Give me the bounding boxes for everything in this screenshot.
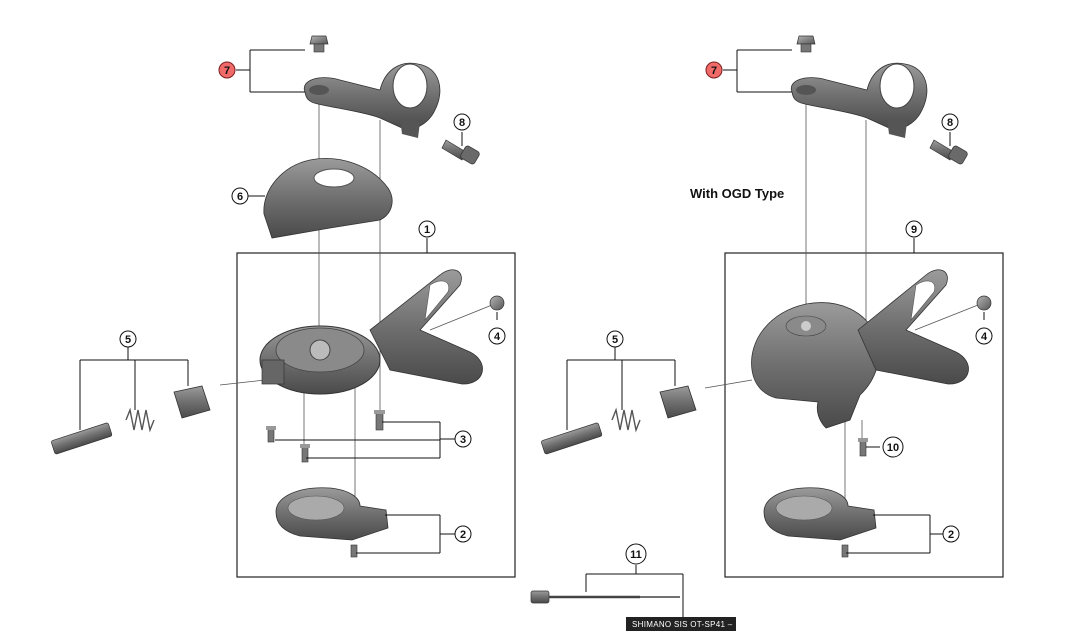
right-barrel-adjuster-set xyxy=(541,385,697,455)
left-assembly: 7 8 6 1 4 5 3 2 xyxy=(51,35,516,578)
right-assembly: 7 8 9 4 5 10 2 xyxy=(541,35,1004,578)
callout-2-right: 2 xyxy=(930,525,960,543)
callout-7-right-label: 7 xyxy=(711,65,717,77)
callout-5-left-label: 5 xyxy=(125,334,131,346)
left-cover xyxy=(263,158,393,239)
callout-4-left-label: 4 xyxy=(494,331,501,343)
callout-6-left-label: 6 xyxy=(237,191,243,203)
callout-6-left: 6 xyxy=(231,187,249,205)
left-barrel-adjuster-set xyxy=(51,385,211,455)
callout-4-right: 4 xyxy=(975,327,993,345)
callout-8-right-label: 8 xyxy=(947,117,953,129)
right-clamp-bolt xyxy=(929,139,968,165)
right-indicator xyxy=(763,487,877,558)
callout-2-left-label: 2 xyxy=(460,529,466,541)
callout-3-left-label: 3 xyxy=(460,434,466,446)
callout-10-right-label: 10 xyxy=(887,442,899,454)
left-clamp-top-screw xyxy=(309,35,329,53)
right-cap xyxy=(976,295,992,311)
left-clamp-bolt xyxy=(441,139,480,165)
left-indicator xyxy=(275,487,389,558)
callout-8-left: 8 xyxy=(453,113,471,131)
callout-8-left-label: 8 xyxy=(459,117,465,129)
left-unit-box xyxy=(236,252,516,578)
left-screws xyxy=(266,410,385,463)
left-shifter-body xyxy=(259,269,483,395)
right-clamp-band xyxy=(790,62,928,138)
callout-1-left-label: 1 xyxy=(424,224,430,236)
right-shifter-body xyxy=(751,269,969,429)
callout-8-right: 8 xyxy=(941,113,959,131)
callout-7-left: 7 xyxy=(218,61,236,79)
right-clamp-top-screw xyxy=(796,35,816,53)
inner-cable-part: 11 SHIMANO SIS OT-SP41 – xyxy=(530,543,736,631)
cable-label-band xyxy=(626,617,736,631)
callout-3-left: 3 xyxy=(440,430,472,448)
callout-9-right: 9 xyxy=(905,220,923,238)
cable-band-text: SHIMANO SIS OT-SP41 – xyxy=(632,620,733,629)
callout-2-left: 2 xyxy=(440,525,472,543)
callout-7-left-label: 7 xyxy=(224,65,230,77)
callout-10-right: 10 xyxy=(882,436,904,458)
right-leader-lines xyxy=(566,49,985,554)
left-clamp-band xyxy=(303,62,441,138)
left-leader-lines xyxy=(79,49,498,554)
callout-2-right-label: 2 xyxy=(948,529,954,541)
right-unit-box xyxy=(724,252,1004,578)
callout-5-right-label: 5 xyxy=(612,334,618,346)
callout-11-label: 11 xyxy=(630,549,642,561)
right-guide-lines xyxy=(704,100,979,500)
callout-4-left: 4 xyxy=(488,327,506,345)
callout-5-right: 5 xyxy=(606,330,624,348)
callout-9-right-label: 9 xyxy=(911,224,917,236)
callout-1-left: 1 xyxy=(418,220,436,238)
left-cap xyxy=(489,295,505,311)
right-screw xyxy=(858,438,868,457)
callout-4-right-label: 4 xyxy=(981,331,988,343)
callout-5-left: 5 xyxy=(119,330,137,348)
ogd-type-title: With OGD Type xyxy=(690,186,784,201)
callout-7-right: 7 xyxy=(705,61,723,79)
